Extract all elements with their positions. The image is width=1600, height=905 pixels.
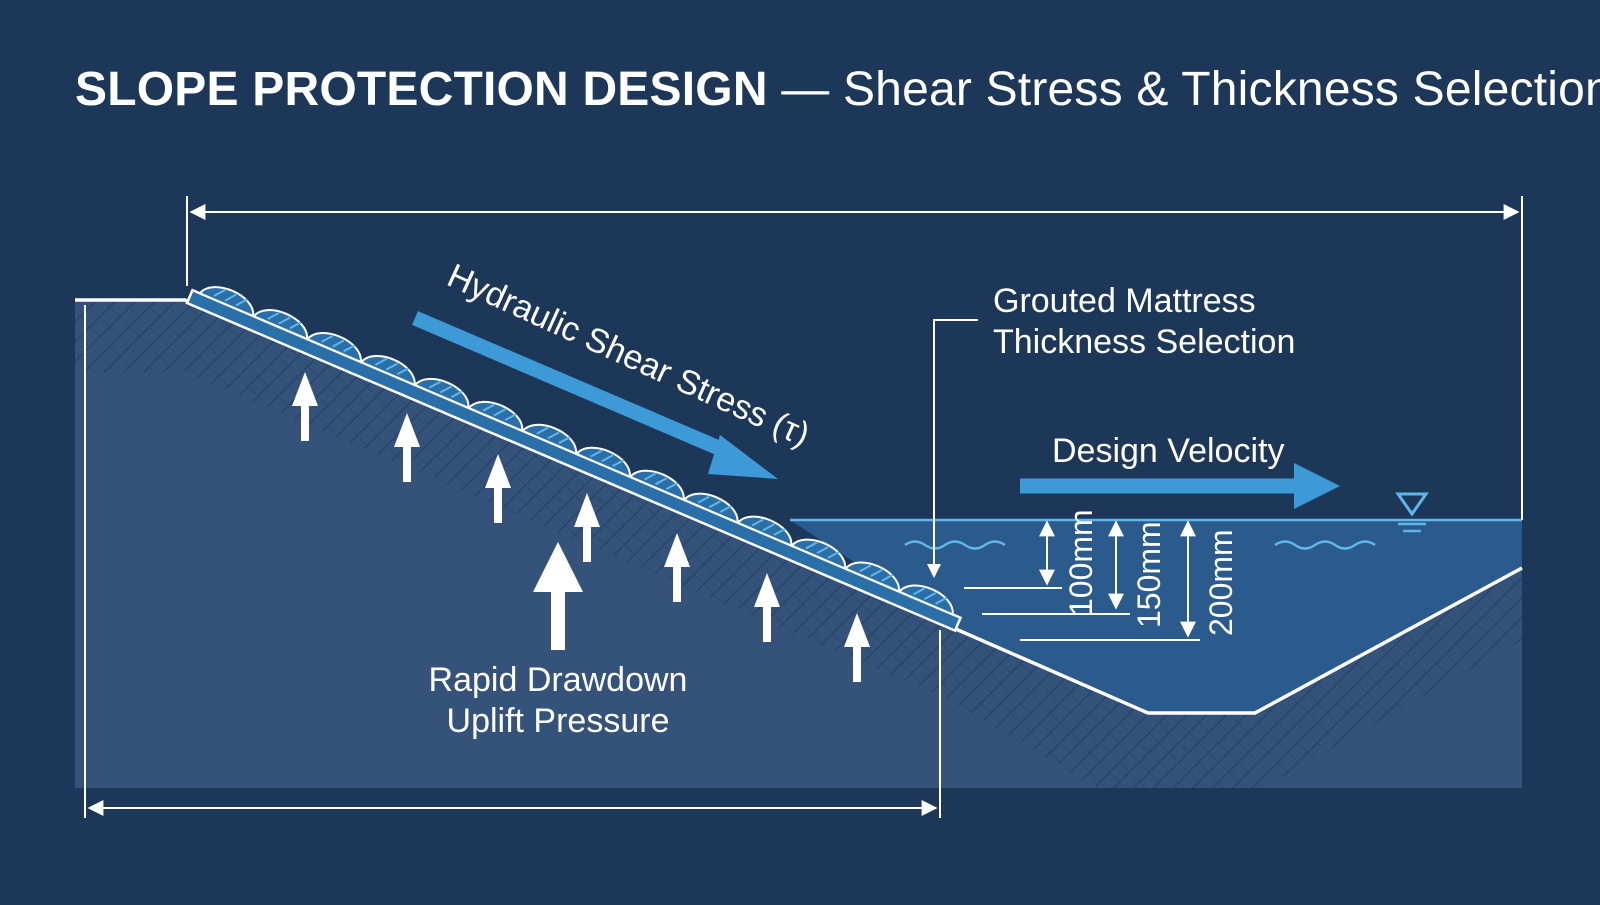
thickness-label-100: 100mm: [1063, 509, 1099, 616]
mattress-texture-stroke: [697, 495, 710, 504]
mattress-pillow: [521, 423, 578, 456]
mattress-texture-stroke: [439, 385, 452, 394]
mattress-texture-stroke: [762, 523, 775, 532]
mattress-texture-stroke: [773, 527, 786, 536]
mattress-pillow: [736, 515, 793, 547]
mattress-texture-stroke: [321, 334, 334, 343]
thickness-dimension-200: [1020, 520, 1200, 641]
mattress-pillow: [682, 492, 739, 525]
mattress-texture-stroke: [428, 380, 441, 389]
mattress-texture-stroke: [816, 546, 829, 555]
mattress-pillow: [305, 332, 362, 364]
mattress-callout-leader: [927, 319, 978, 578]
title-separator: —: [767, 63, 843, 116]
title-main: SLOPE PROTECTION DESIGN: [75, 63, 768, 116]
mattress-texture-stroke: [547, 431, 560, 440]
mattress-texture-stroke: [482, 403, 495, 412]
uplift-arrow: [664, 533, 690, 602]
mattress-texture-stroke: [719, 505, 733, 513]
shear-stress-arrow: [412, 311, 778, 479]
title-subtitle: Shear Stress & Thickness Selection: [842, 63, 1600, 116]
mattress-pillow: [628, 469, 685, 502]
mattress-texture-stroke: [536, 426, 549, 435]
uplift-label-line1: Rapid Drawdown: [429, 661, 688, 699]
mattress-texture-stroke: [612, 459, 625, 467]
mattress-texture-stroke: [654, 477, 668, 486]
mattress-texture-stroke: [751, 518, 764, 527]
uplift-arrow-large: [533, 542, 583, 650]
mattress-texture-stroke: [224, 293, 237, 302]
mattress-pillow: [467, 400, 524, 433]
thickness-dimension-100: [964, 520, 1062, 589]
mattress-texture-stroke: [235, 298, 248, 307]
mattress-texture-stroke: [827, 550, 840, 559]
mattress-texture-stroke: [213, 289, 226, 297]
mattress-texture-stroke: [504, 413, 517, 422]
wave-mark-right: [1274, 540, 1376, 550]
uplift-arrow: [394, 413, 420, 482]
mattress-texture-stroke: [278, 316, 291, 325]
mattress-texture-stroke: [912, 587, 926, 596]
mattress-texture-stroke: [450, 390, 463, 399]
mattress-texture-stroke: [870, 569, 883, 578]
water-level-triangle-icon: [1395, 492, 1429, 533]
mattress-pillow: [790, 538, 847, 570]
mattress-texture-stroke: [708, 500, 721, 509]
uplift-arrow: [574, 493, 600, 562]
wave-mark-left: [904, 540, 1006, 550]
mattress-texture-stroke: [374, 357, 388, 366]
mattress-texture-stroke: [343, 344, 356, 353]
mattress-pillow: [252, 309, 309, 341]
mattress-texture-stroke: [267, 312, 280, 320]
bottom-span-dimension: [84, 305, 941, 818]
uplift-arrow: [292, 372, 318, 441]
uplift-arrow: [485, 454, 511, 523]
mattress-texture-stroke: [859, 564, 872, 573]
mattress-texture-stroke: [935, 596, 948, 605]
mattress-texture-stroke: [332, 339, 345, 348]
design-velocity-arrow: [1020, 463, 1340, 509]
uplift-label-line2: Uplift Pressure: [447, 702, 670, 740]
design-velocity-label: Design Velocity: [1052, 432, 1284, 470]
mattress-texture-stroke: [590, 449, 603, 458]
mattress-texture-stroke: [385, 362, 399, 371]
soil-body: [75, 300, 1522, 788]
mattress-texture-stroke: [643, 472, 657, 481]
uplift-arrows: [292, 372, 870, 682]
mattress-texture-stroke: [289, 321, 302, 330]
mattress-texture-stroke: [396, 367, 410, 376]
mattress-pillow: [359, 355, 416, 387]
mattress-texture-stroke: [805, 541, 818, 550]
ground-profile-line: [75, 298, 1523, 715]
mattress-texture-stroke: [665, 482, 679, 490]
mattress-pillow: [897, 584, 954, 616]
mattress-pillow: [574, 446, 631, 479]
mattress-label-line2: Thickness Selection: [993, 323, 1295, 361]
uplift-arrow: [754, 573, 780, 642]
uplift-arrow: [844, 613, 870, 682]
mattress-label-line1: Grouted Mattress: [993, 282, 1256, 320]
thickness-dimension-150: [982, 520, 1130, 615]
mattress-pillow: [413, 377, 470, 410]
grouted-mattress-layer: [185, 286, 963, 633]
mattress-texture-stroke: [881, 573, 894, 582]
mattress-texture-stroke: [493, 408, 506, 417]
mattress-texture-stroke: [923, 592, 937, 600]
channel-water: [790, 520, 1522, 713]
page-title: SLOPE PROTECTION DESIGN — Shear Stress &…: [75, 62, 1600, 117]
thickness-label-150: 150mm: [1131, 521, 1167, 628]
mattress-texture-stroke: [558, 436, 571, 445]
thickness-label-200: 200mm: [1203, 529, 1239, 636]
mattress-pillow: [843, 561, 900, 593]
top-span-dimension: [186, 196, 1523, 520]
mattress-pillow: [198, 286, 255, 318]
mattress-texture-stroke: [601, 454, 614, 463]
